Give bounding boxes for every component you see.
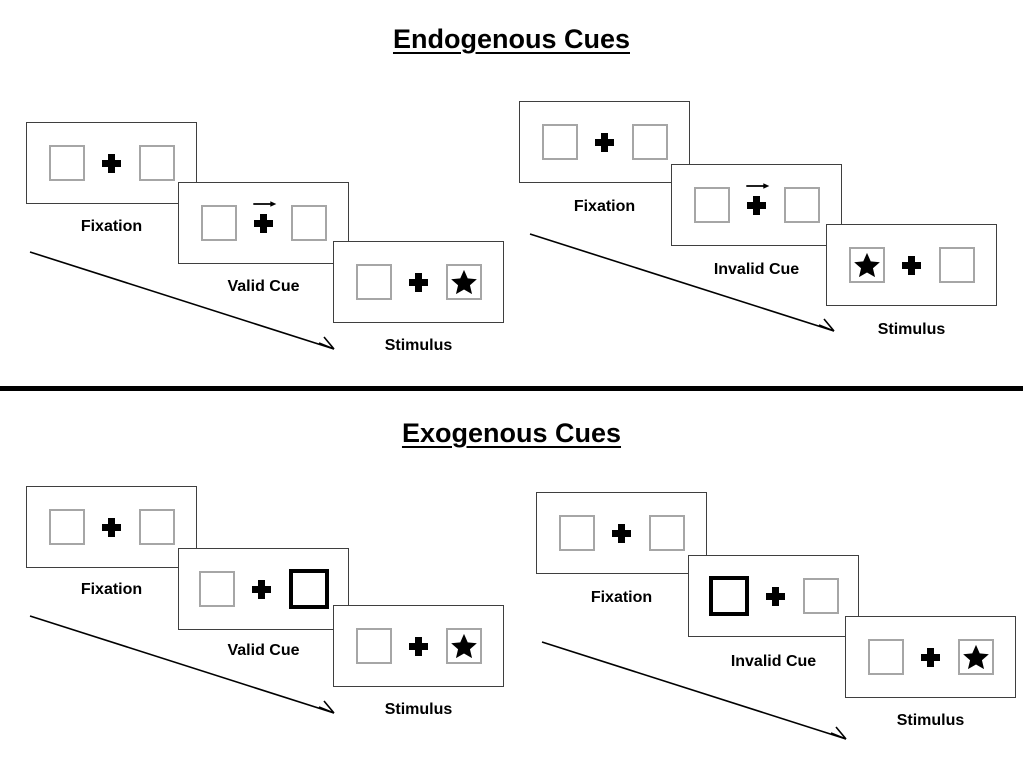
placeholder-box-left: [867, 639, 904, 675]
fixation-cross-icon: [409, 272, 428, 292]
placeholder-box-right: [957, 639, 994, 675]
placeholder-box-left: [558, 515, 595, 551]
placeholder-box-left: [355, 628, 392, 664]
placeholder-box-right: [938, 247, 975, 283]
placeholder-box-left: [848, 247, 885, 283]
display-row: [48, 507, 175, 547]
display-row: [848, 245, 975, 285]
display-row: [198, 569, 329, 609]
fixation-cross-wrap: [249, 569, 275, 609]
fixation-cross-icon: [254, 213, 273, 233]
fixation-cross-icon: [902, 255, 921, 275]
trial-frame-exogenous-invalid-stimulus: [845, 616, 1016, 698]
placeholder-box-left: [198, 571, 235, 607]
time-arrow-exogenous-valid: [29, 615, 335, 714]
fixation-cross-wrap: [406, 262, 432, 302]
fixation-cross-wrap: [763, 576, 789, 616]
trial-frame-exogenous-invalid-fixation: [536, 492, 707, 574]
stage-label-exogenous-valid-fixation: Fixation: [80, 581, 143, 598]
fixation-cross-icon: [747, 195, 766, 215]
display-row: [48, 143, 175, 183]
placeholder-box-left: [693, 187, 730, 223]
placeholder-box-right: [138, 145, 175, 181]
star-target-icon: [450, 633, 477, 659]
stage-label-endogenous-valid-cue: Valid Cue: [227, 278, 300, 295]
display-row: [355, 262, 482, 302]
stage-label-exogenous-invalid-fixation: Fixation: [590, 589, 653, 606]
section-divider: [0, 386, 1023, 391]
display-row: [355, 626, 482, 666]
trial-frame-endogenous-invalid-cue: [671, 164, 842, 246]
placeholder-box-right: [138, 509, 175, 545]
placeholder-box-right: [631, 124, 668, 160]
star-target-icon: [962, 644, 989, 670]
star-target-icon: [853, 252, 880, 278]
trial-frame-endogenous-invalid-fixation: [519, 101, 690, 183]
time-arrow-endogenous-invalid: [529, 233, 835, 332]
fixation-cross-icon: [102, 153, 121, 173]
fixation-cross-icon: [595, 132, 614, 152]
star-target-icon: [450, 269, 477, 295]
stage-label-endogenous-valid-fixation: Fixation: [80, 218, 143, 235]
trial-frame-exogenous-invalid-cue: [688, 555, 859, 637]
fixation-cross-icon: [612, 523, 631, 543]
placeholder-box-left: [541, 124, 578, 160]
placeholder-box-left: [48, 145, 85, 181]
fixation-cross-icon: [921, 647, 940, 667]
fixation-cross-icon: [252, 579, 271, 599]
stage-label-endogenous-invalid-cue: Invalid Cue: [713, 261, 800, 278]
placeholder-box-right-cued: [288, 569, 329, 609]
stage-label-exogenous-invalid-stimulus: Stimulus: [896, 712, 965, 729]
placeholder-box-right: [445, 628, 482, 664]
placeholder-box-right: [802, 578, 839, 614]
fixation-cross-wrap: [899, 245, 925, 285]
trial-frame-exogenous-valid-cue: [178, 548, 349, 630]
placeholder-box-left: [48, 509, 85, 545]
arrow-cue-right-icon: [745, 183, 769, 189]
fixation-cross-wrap: [609, 513, 635, 553]
stage-label-exogenous-invalid-cue: Invalid Cue: [730, 653, 817, 670]
display-row: [708, 576, 839, 616]
placeholder-box-left: [355, 264, 392, 300]
placeholder-box-right: [783, 187, 820, 223]
stage-label-endogenous-invalid-stimulus: Stimulus: [877, 321, 946, 338]
trial-frame-endogenous-valid-cue: [178, 182, 349, 264]
fixation-cross-wrap: [99, 507, 125, 547]
stage-label-exogenous-valid-stimulus: Stimulus: [384, 701, 453, 718]
fixation-cross-icon: [766, 586, 785, 606]
fixation-cross-wrap: [406, 626, 432, 666]
fixation-cross-wrap: [99, 143, 125, 183]
section-title-endogenous: Endogenous Cues: [392, 24, 630, 54]
arrow-cue-right-icon: [252, 201, 276, 207]
display-row: [558, 513, 685, 553]
trial-frame-exogenous-valid-fixation: [26, 486, 197, 568]
placeholder-box-right: [290, 205, 327, 241]
fixation-cross-wrap: [744, 183, 770, 225]
trial-frame-endogenous-valid-fixation: [26, 122, 197, 204]
time-arrow-endogenous-valid: [29, 251, 335, 350]
trial-frame-exogenous-valid-stimulus: [333, 605, 504, 687]
display-row: [541, 122, 668, 162]
display-row: [867, 637, 994, 677]
fixation-cross-icon: [409, 636, 428, 656]
fixation-cross-wrap: [251, 201, 277, 243]
placeholder-box-left-cued: [708, 576, 749, 616]
stage-label-endogenous-invalid-fixation: Fixation: [573, 198, 636, 215]
placeholder-box-right: [648, 515, 685, 551]
section-title-exogenous: Exogenous Cues: [401, 418, 622, 448]
stage-label-endogenous-valid-stimulus: Stimulus: [384, 337, 453, 354]
display-row: [200, 201, 327, 243]
fixation-cross-wrap: [918, 637, 944, 677]
fixation-cross-wrap: [592, 122, 618, 162]
placeholder-box-left: [200, 205, 237, 241]
trial-frame-endogenous-invalid-stimulus: [826, 224, 997, 306]
time-arrow-exogenous-invalid: [541, 641, 847, 740]
display-row: [693, 183, 820, 225]
trial-frame-endogenous-valid-stimulus: [333, 241, 504, 323]
stage-label-exogenous-valid-cue: Valid Cue: [227, 642, 300, 659]
placeholder-box-right: [445, 264, 482, 300]
fixation-cross-icon: [102, 517, 121, 537]
